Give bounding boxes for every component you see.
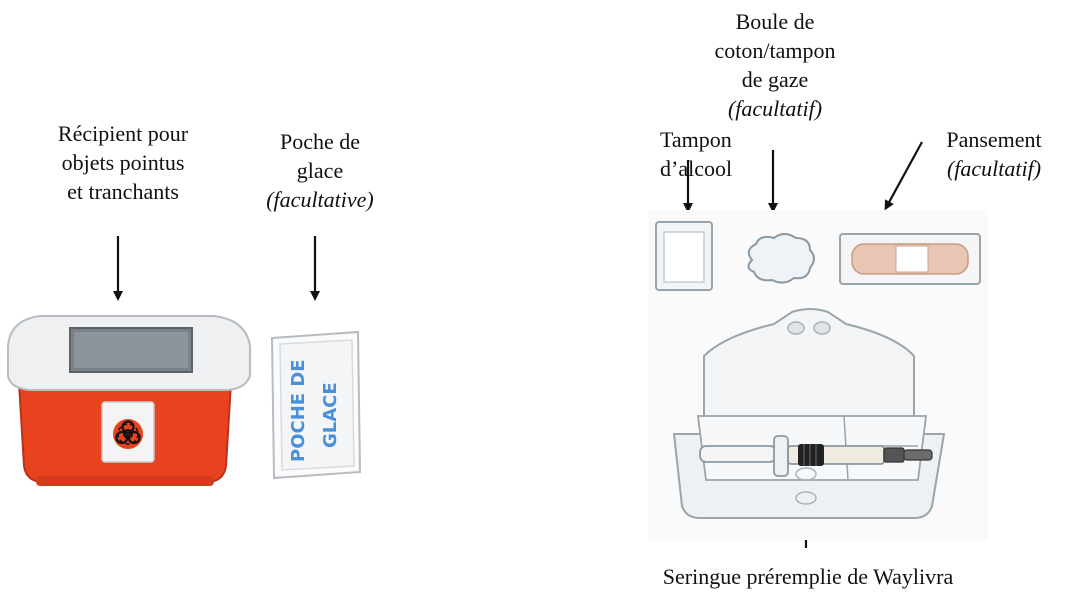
ice-pack-print-line-2: GLACE: [320, 382, 341, 448]
cotton-ball-label-line-3: de gaze: [741, 67, 809, 92]
sharps-container-label-line-2: objets pointus: [61, 150, 185, 175]
ice-pack-label-line-1: Poche de: [279, 129, 361, 154]
sharps-container-icon: [7, 315, 251, 486]
cotton-ball-icon: [747, 233, 815, 284]
syringe-icon: [699, 435, 933, 477]
sharps-container-label-line-1: Récipient pour: [57, 121, 189, 146]
bandage-label-line-2: (facultatif): [946, 156, 1042, 181]
syringe-label-text: Seringue préremplie de Waylivra: [662, 564, 954, 589]
syringe-tray-icon: [672, 308, 946, 519]
ice-pack-label-line-3: (facultative): [266, 187, 374, 212]
bandage-label: Pansement (facultatif): [926, 125, 1062, 183]
alcohol-swab-label-line-2: d’alcool: [660, 156, 733, 181]
ice-pack-icon: POCHE DE GLACE: [270, 330, 362, 480]
alcohol-swab-icon: [655, 221, 713, 291]
cotton-ball-label-line-4: (facultatif): [727, 96, 823, 121]
bandage-icon: [839, 233, 981, 285]
cotton-ball-label-line-2: coton/tampon: [714, 38, 836, 63]
biohazard-icon: [113, 419, 143, 449]
ice-pack-print-line-1: POCHE DE: [288, 359, 309, 462]
arrow-diagonal-icon: [884, 141, 923, 211]
ice-pack-label-line-2: glace: [296, 158, 344, 183]
bandage-label-line-1: Pansement: [946, 127, 1042, 152]
cotton-ball-label-line-1: Boule de: [735, 9, 815, 34]
syringe-label: Seringue préremplie de Waylivra: [598, 562, 1018, 591]
sharps-container-label: Récipient pour objets pointus et trancha…: [18, 119, 228, 206]
ice-pack-label: Poche de glace (facultative): [245, 127, 395, 214]
alcohol-swab-label: Tampon d’alcool: [660, 125, 733, 183]
sharps-container-label-line-3: et tranchants: [67, 179, 179, 204]
cotton-ball-label: Boule de coton/tampon de gaze (facultati…: [710, 7, 840, 123]
alcohol-swab-label-line-1: Tampon: [660, 127, 732, 152]
